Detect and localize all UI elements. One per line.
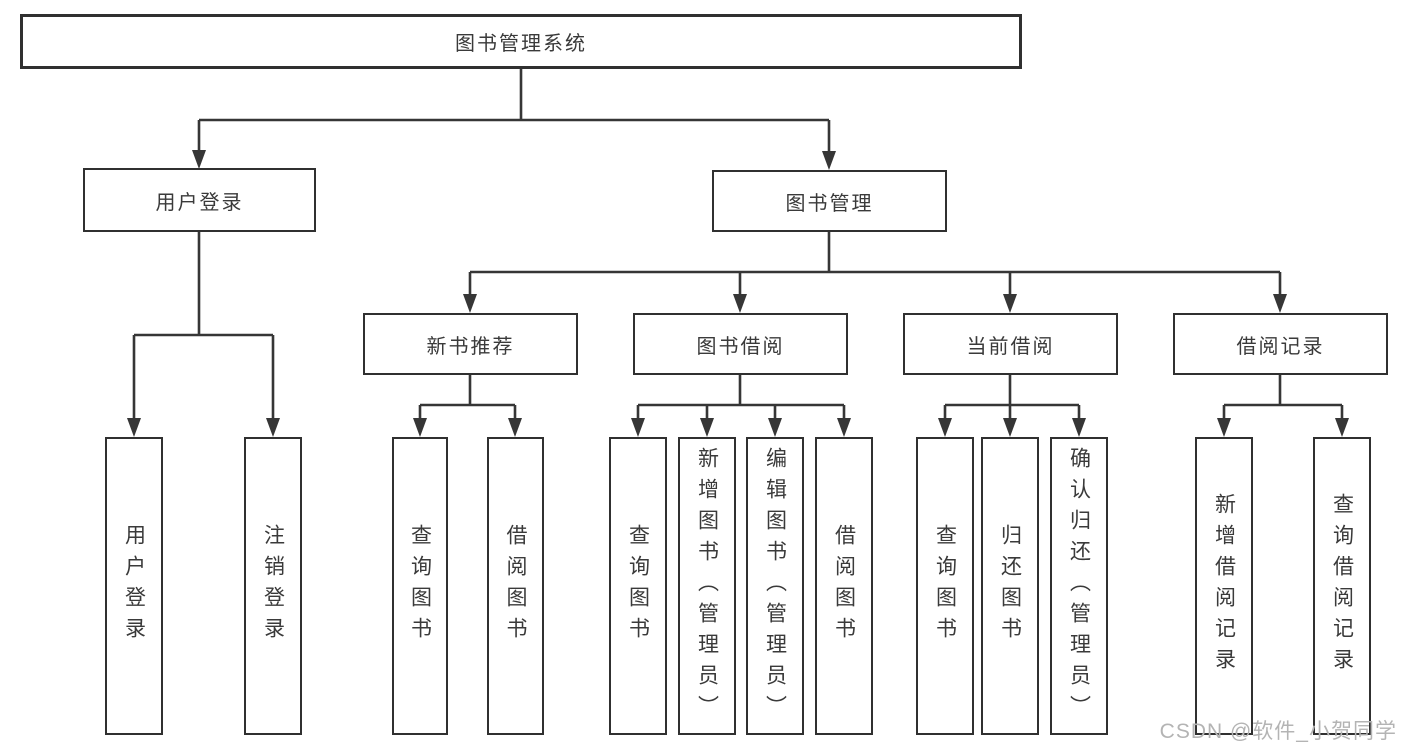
leaf-label: 新增借阅记录	[1212, 493, 1236, 679]
leaf-label: 查询借阅记录	[1330, 493, 1354, 679]
leaf-label: 查询图书	[933, 524, 957, 648]
connector-book-borrowing-to-leaves	[636, 375, 846, 420]
leaf-label: 借阅图书	[832, 524, 856, 648]
leaf-add-books-admin: 新增图书（管理员）	[678, 437, 736, 735]
leaf-query-books-borrowing: 查询图书	[609, 437, 667, 735]
leaf-borrow-books-borrowing: 借阅图书	[815, 437, 873, 735]
node-current-borrowing: 当前借阅	[903, 313, 1118, 375]
node-label: 图书管理系统	[455, 33, 587, 55]
connector-root-to-level2	[197, 69, 831, 153]
leaf-user-login: 用户登录	[105, 437, 163, 735]
node-label: 图书管理	[785, 192, 874, 215]
node-label: 当前借阅	[966, 335, 1055, 358]
node-label: 图书借阅	[696, 335, 785, 358]
leaf-borrow-books-recommend: 借阅图书	[487, 437, 544, 735]
node-borrowing-records: 借阅记录	[1173, 313, 1388, 375]
leaf-query-books-recommend: 查询图书	[392, 437, 448, 735]
leaf-logout: 注销登录	[244, 437, 302, 735]
connector-user-login-to-leaves	[132, 232, 275, 420]
leaf-label: 新增图书（管理员）	[695, 446, 719, 726]
leaf-add-borrow-record: 新增借阅记录	[1195, 437, 1253, 735]
node-label: 新书推荐	[426, 335, 515, 358]
node-user-login: 用户登录	[83, 168, 316, 232]
connector-borrowing-records-to-leaves	[1222, 375, 1344, 420]
leaf-label: 用户登录	[122, 524, 146, 648]
leaf-label: 查询图书	[626, 524, 650, 648]
leaf-label: 注销登录	[261, 524, 285, 648]
leaf-label: 确认归还（管理员）	[1067, 446, 1091, 726]
leaf-edit-books-admin: 编辑图书（管理员）	[746, 437, 804, 735]
node-label: 用户登录	[155, 191, 244, 214]
leaf-confirm-return-admin: 确认归还（管理员）	[1050, 437, 1108, 735]
node-label: 借阅记录	[1236, 335, 1325, 358]
connector-new-book-recommend-to-leaves	[418, 375, 517, 420]
connector-current-borrowing-to-leaves	[943, 375, 1081, 420]
leaf-label: 借阅图书	[504, 524, 527, 648]
csdn-watermark: CSDN @软件_小贺同学	[1159, 720, 1397, 743]
leaf-label: 查询图书	[408, 524, 432, 648]
node-book-management: 图书管理	[712, 170, 947, 232]
node-new-book-recommend: 新书推荐	[363, 313, 578, 375]
leaf-query-borrow-record: 查询借阅记录	[1313, 437, 1371, 735]
leaf-label: 编辑图书（管理员）	[763, 446, 787, 726]
leaf-label: 归还图书	[998, 524, 1022, 648]
node-book-borrowing: 图书借阅	[633, 313, 848, 375]
node-library-management-system: 图书管理系统	[20, 14, 1022, 69]
leaf-query-books-current: 查询图书	[916, 437, 974, 735]
connector-book-management-to-level3	[468, 232, 1282, 296]
leaf-return-books: 归还图书	[981, 437, 1039, 735]
